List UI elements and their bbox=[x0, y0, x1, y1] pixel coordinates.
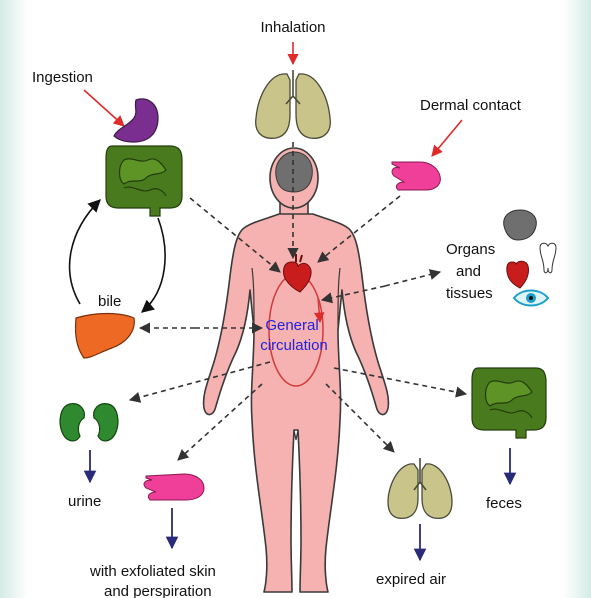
intestines-icon-left bbox=[106, 146, 182, 216]
tooth-icon bbox=[540, 243, 556, 273]
feces-label: feces bbox=[486, 495, 522, 512]
kidneys-icon bbox=[60, 404, 118, 442]
intestines-icon-right bbox=[472, 368, 546, 438]
dermal-contact-label: Dermal contact bbox=[420, 97, 522, 114]
skin-label-line1: with exfoliated skin bbox=[89, 563, 216, 580]
organs-label-line2: and bbox=[456, 263, 481, 280]
intestine-to-liver-arrow bbox=[142, 218, 165, 312]
heart-icon-organs bbox=[507, 261, 529, 288]
stomach-icon bbox=[114, 99, 158, 142]
organs-label-line1: Organs bbox=[446, 241, 495, 258]
body-to-intestines-arrow bbox=[334, 368, 466, 394]
body-to-skin-arrow bbox=[178, 384, 262, 460]
liver-icon bbox=[75, 314, 134, 359]
expired-air-label: expired air bbox=[376, 571, 446, 588]
lungs-icon-bottom bbox=[388, 458, 452, 518]
liver-to-intestine-arrow bbox=[70, 200, 100, 304]
organs-circulation-arrow-a bbox=[385, 272, 440, 286]
lungs-icon-top bbox=[256, 70, 331, 138]
inhalation-label: Inhalation bbox=[260, 19, 325, 36]
general-circulation-line1: General bbox=[265, 317, 318, 334]
ingestion-label: Ingestion bbox=[32, 69, 93, 86]
dermal-arrow bbox=[432, 120, 462, 156]
brain-icon-organs bbox=[504, 210, 537, 240]
general-circulation-line2: circulation bbox=[260, 337, 328, 354]
hand-icon-dermal bbox=[392, 162, 440, 190]
skin-label-line2: and perspiration bbox=[104, 583, 212, 598]
bile-label: bile bbox=[98, 293, 121, 310]
right-side-glow bbox=[563, 0, 591, 598]
organs-label-line3: tissues bbox=[446, 285, 493, 302]
eye-icon bbox=[514, 291, 548, 306]
body-to-kidneys-arrow bbox=[130, 362, 270, 400]
brain-icon bbox=[276, 152, 313, 192]
hand-icon-skin bbox=[144, 474, 204, 500]
left-side-glow bbox=[0, 0, 28, 598]
ingestion-arrow bbox=[84, 90, 124, 126]
urine-label: urine bbox=[68, 493, 101, 510]
